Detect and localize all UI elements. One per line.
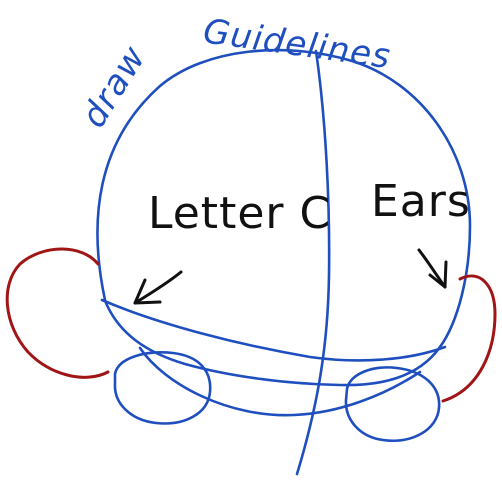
head-guideline-circle	[96, 48, 472, 387]
left-arrow-shaft	[133, 270, 183, 305]
title-word-draw: draw	[74, 39, 155, 135]
right-arrow-shaft	[417, 248, 447, 289]
vertical-center-guideline	[295, 49, 331, 476]
left-ear-c-shape	[5, 247, 110, 379]
left-arrow-head	[133, 278, 162, 305]
left-cheek-guideline	[113, 351, 212, 425]
title-word-guidelines: Guidelines	[201, 11, 394, 77]
right-cheek-guideline	[344, 366, 441, 442]
letter-c-label: Letter C	[148, 188, 331, 239]
right-ear-c-shape	[441, 274, 497, 403]
ears-label: Ears	[371, 176, 471, 227]
muzzle-guideline-curve	[138, 346, 422, 417]
right-arrow-head	[428, 260, 448, 289]
horizontal-guideline-curve	[100, 298, 447, 362]
